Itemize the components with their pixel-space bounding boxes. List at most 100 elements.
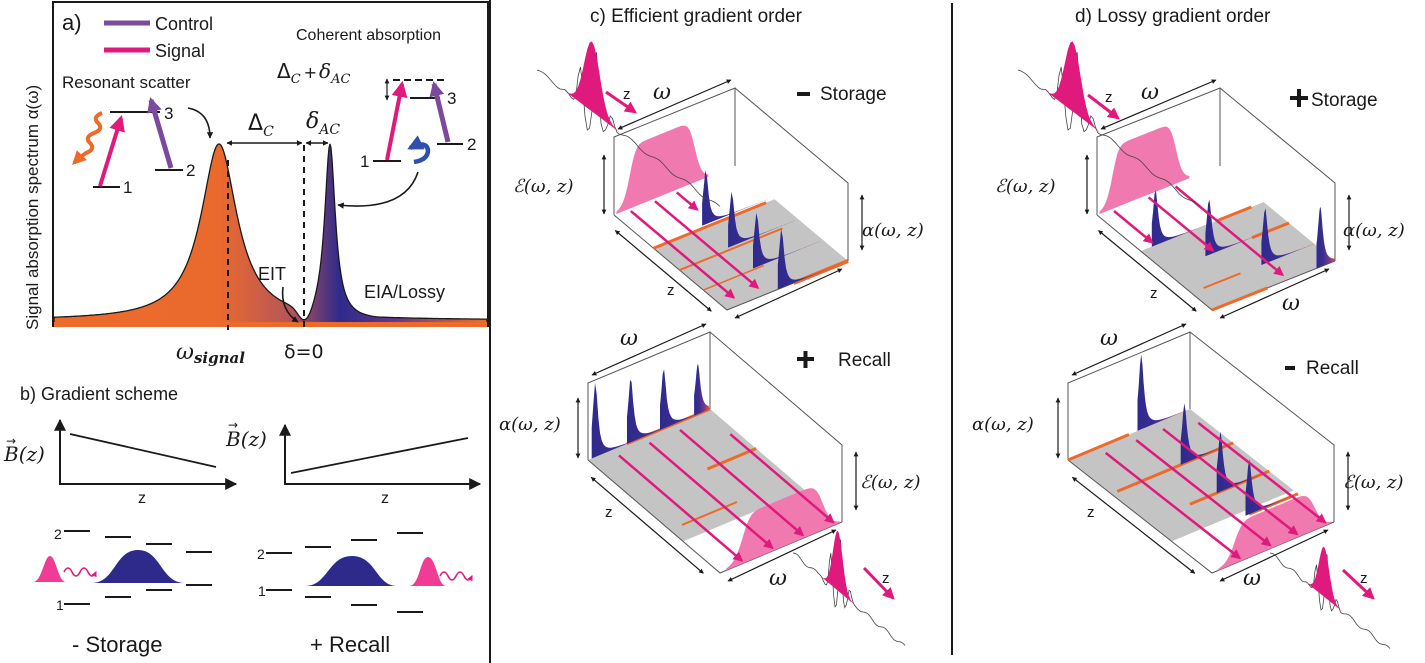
absorption-label-top: α(ω, z) xyxy=(1343,220,1405,241)
level-3-label: 3 xyxy=(164,104,173,123)
omega-label-top: ω xyxy=(1141,80,1159,105)
panel-c: c) Efficient gradient order Storage Reca… xyxy=(499,6,924,647)
field-label-top: ℰ(ω, z) xyxy=(995,176,1056,197)
signal-field-spectrum xyxy=(616,125,709,214)
plus-sign-icon xyxy=(797,351,814,368)
broadband-absorber-strip xyxy=(1067,433,1130,462)
absorption-peak xyxy=(1180,403,1230,465)
omega-label-bottom: ω xyxy=(1100,326,1118,351)
omega-front-arrow xyxy=(734,268,843,319)
legend-signal-label: Signal xyxy=(155,41,205,61)
propagation-direction-arrow xyxy=(1341,568,1375,600)
signal-propagation-arrow xyxy=(679,429,805,537)
z-label-top-floor: z xyxy=(667,282,675,299)
stored-spin-wave-recall xyxy=(305,556,397,586)
absorption-peak xyxy=(753,212,820,269)
signal-propagation-arrow xyxy=(1147,196,1215,252)
panel-c-title: c) Efficient gradient order xyxy=(590,6,803,27)
coherent-return-icon xyxy=(407,135,431,165)
b-field-label-right: B(z) xyxy=(225,427,267,451)
level-2-label: 2 xyxy=(186,161,195,180)
z-axis-label-left: z xyxy=(138,490,146,507)
output-photon-wave xyxy=(439,571,473,582)
broadband-absorber-strip xyxy=(706,447,757,471)
control-transition-arrow xyxy=(429,81,451,143)
field-label-top: ℰ(ω, z) xyxy=(513,176,574,197)
signal-propagation-arrow xyxy=(1135,439,1272,547)
panel-c-storage-box xyxy=(536,41,865,319)
absorption-peak xyxy=(694,364,709,416)
eit-pointer-arrow xyxy=(281,286,299,323)
absorption-label-bottom: α(ω, z) xyxy=(499,414,561,435)
pointer-arrow-coherent xyxy=(337,171,419,209)
omega-label-bottom: ω xyxy=(620,326,638,351)
photon-wavepacket xyxy=(1270,546,1390,650)
panel-d-storage-label: Storage xyxy=(1311,90,1378,111)
absorption-peak xyxy=(728,191,795,248)
omega-front-arrow xyxy=(727,529,837,582)
recall-level-ladder xyxy=(266,532,423,613)
absorption-label-top: α(ω, z) xyxy=(862,220,924,241)
omega-label-bottom-front: ω xyxy=(1243,566,1261,591)
omega-axis-arrow xyxy=(617,79,732,130)
coherent-absorption-label: Coherent absorption xyxy=(296,27,441,44)
signal-propagation-arrow xyxy=(1162,427,1299,536)
signal-propagation-arrow xyxy=(1113,210,1154,244)
minus-sign-icon xyxy=(797,92,810,96)
spectrum-baseline xyxy=(54,322,487,327)
coherent-level-diagram: 1 2 3 xyxy=(360,78,476,171)
z-axis-arrow xyxy=(590,476,704,574)
storage-level-1-label: 1 xyxy=(56,597,64,613)
absorption-peak xyxy=(1261,208,1315,265)
omega-signal-label: ωsignal xyxy=(176,340,245,367)
absorption-peak xyxy=(1245,459,1295,516)
minus-sign-icon xyxy=(1285,366,1295,370)
omega-label-top: ω xyxy=(653,80,671,105)
signal-transition-arrow xyxy=(98,114,125,187)
photon-wavepacket xyxy=(793,530,905,647)
absorption-peak xyxy=(1216,431,1266,494)
resonant-scatter-label: Resonant scatter xyxy=(62,73,191,92)
propagation-direction-arrow xyxy=(862,566,895,600)
eia-lossy-label: EIA/Lossy xyxy=(364,282,445,302)
absorption-peak xyxy=(660,369,710,430)
z-axis-arrow xyxy=(1098,230,1197,312)
b-field-vector-arrow-right: → xyxy=(228,418,238,432)
absorption-peak xyxy=(591,382,659,459)
panel-c-storage-label: Storage xyxy=(820,84,887,105)
panel-b: b) Gradient scheme B(z) → z B(z) → z 2 1… xyxy=(3,384,482,657)
level-1-label: 1 xyxy=(360,152,369,171)
recall-level-1-label: 1 xyxy=(258,583,266,599)
panel-a: a) Control Signal Resonant scatter Coher… xyxy=(23,1,489,367)
b-field-vector-arrow-left: → xyxy=(6,434,16,448)
recall-caption: + Recall xyxy=(310,632,390,657)
photon-wavepacket xyxy=(537,41,720,209)
panel-c-recall-box xyxy=(575,323,906,647)
storage-caption: - Storage xyxy=(72,632,163,657)
absorption-peak xyxy=(1316,206,1335,269)
photon-carrier-line xyxy=(536,52,721,207)
panel-c-recall-label: Recall xyxy=(838,350,891,371)
detuning-sum-label: ΔC+δAC xyxy=(277,59,350,87)
level-1-label: 1 xyxy=(123,178,132,197)
panel-d-recall-box xyxy=(1055,323,1391,650)
field-label-bottom: ℰ(ω, z) xyxy=(1343,472,1404,493)
z-label-output: z xyxy=(882,570,890,587)
storage-level-ladder xyxy=(64,530,212,605)
panel-d-recall-label: Recall xyxy=(1306,358,1359,379)
control-transition-arrow xyxy=(147,97,174,169)
absorption-spectrum xyxy=(53,143,488,324)
box-right-wall xyxy=(709,331,843,522)
output-signal-pulse xyxy=(409,557,446,586)
z-label-top-input: z xyxy=(623,86,631,103)
omega-front-arrow xyxy=(1219,529,1329,582)
delta-zero-label: δ=0 xyxy=(284,341,324,363)
propagation-direction-arrow xyxy=(605,90,637,114)
z-label-top-floor: z xyxy=(1150,285,1158,302)
panel-d: d) Lossy gradient order Storage Recall ω… xyxy=(972,6,1405,650)
z-label-bottom-floor: z xyxy=(1087,504,1095,521)
absorption-label-bottom: α(ω, z) xyxy=(972,414,1034,435)
plus-sign-icon xyxy=(1290,89,1308,107)
storage-level-2-label: 2 xyxy=(54,526,62,542)
absorption-peak xyxy=(1137,354,1187,431)
